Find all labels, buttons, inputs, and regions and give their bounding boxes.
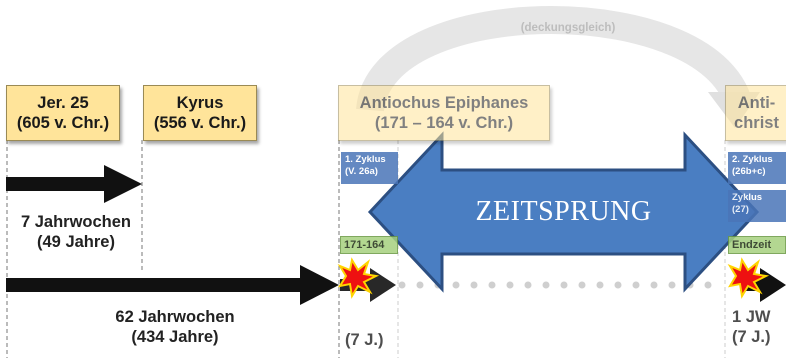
explosion-right-icon: [727, 257, 770, 299]
label-antiochus-title: Antiochus Epiphanes: [359, 94, 529, 112]
label-jer25-title: Jer. 25: [37, 94, 89, 112]
bottom-right-duration: 1 JW (7 J.): [732, 307, 786, 347]
period-sixtytwo-weeks-title: 62 Jahrwochen: [115, 308, 235, 326]
label-kyrus-title: Kyrus: [176, 94, 224, 112]
label-kyrus: Kyrus (556 v. Chr.): [143, 85, 257, 141]
arrow-sixtytwo-weeks: [6, 265, 339, 305]
arrow-seven-weeks: [6, 165, 142, 203]
dotted-gap-line: [398, 281, 712, 289]
cycle-first-line1: 1. Zyklus: [345, 154, 386, 165]
cycle-third-line1: Zyklus: [732, 192, 763, 203]
label-jer25-date: (605 v. Chr.): [16, 114, 110, 132]
tag-171-164: 171-164: [340, 236, 398, 254]
label-antichrist: Anti- christ: [725, 85, 786, 141]
cycle-first-box: 1. Zyklus (V. 26a): [341, 152, 398, 184]
arrow-short-first: [340, 268, 396, 302]
period-seven-weeks-years: (49 Jahre): [37, 233, 115, 251]
period-seven-weeks: 7 Jahrwochen (49 Jahre): [6, 212, 146, 252]
zeitsprung-label: ZEITSPRUNG: [475, 196, 652, 227]
bottom-left-duration: (7 J.): [345, 331, 384, 349]
period-seven-weeks-title: 7 Jahrwochen: [20, 213, 132, 231]
label-antiochus: Antiochus Epiphanes (171 – 164 v. Chr.): [338, 85, 550, 141]
cycle-third-box: Zyklus (27): [728, 190, 786, 222]
period-sixtytwo-weeks: 62 Jahrwochen (434 Jahre): [95, 307, 255, 347]
label-antichrist-line2: christ: [734, 114, 779, 132]
arrow-end-right: [740, 268, 786, 302]
bottom-right-weeks: 1 JW: [732, 308, 771, 326]
coincident-arc: [356, 6, 754, 114]
tag-endzeit: Endzeit: [728, 236, 786, 254]
arc-label: (deckungsgleich): [520, 22, 616, 34]
cycle-second-box: 2. Zyklus (26b+c): [728, 152, 786, 184]
cycle-third-line2: (27): [732, 204, 749, 215]
label-antichrist-line1: Anti-: [737, 94, 776, 112]
explosion-left-icon: [337, 257, 380, 299]
label-antiochus-date: (171 – 164 v. Chr.): [374, 114, 514, 132]
period-sixtytwo-weeks-years: (434 Jahre): [131, 328, 219, 346]
label-jer25: Jer. 25 (605 v. Chr.): [6, 85, 120, 141]
cycle-second-line1: 2. Zyklus: [732, 154, 773, 165]
bottom-right-years: (7 J.): [732, 328, 771, 346]
cycle-first-line2: (V. 26a): [345, 166, 378, 177]
cycle-second-line2: (26b+c): [732, 166, 766, 177]
label-kyrus-date: (556 v. Chr.): [153, 114, 247, 132]
